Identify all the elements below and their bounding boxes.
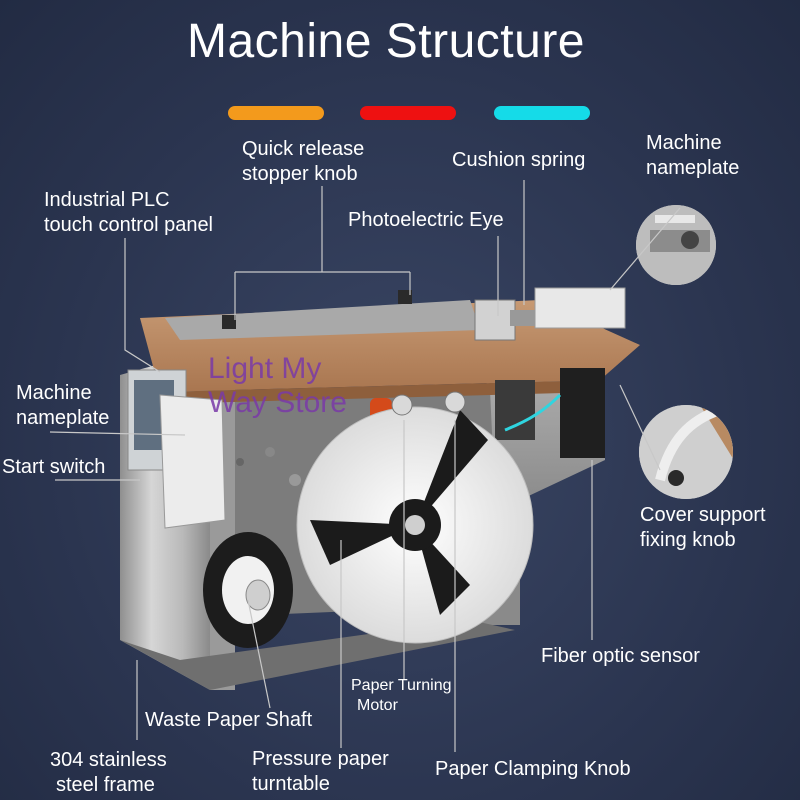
label-machine-nameplate-left: Machine nameplate [16,382,110,429]
machine-body [120,287,640,690]
label-machine-nameplate-top: Machine nameplate [646,132,740,179]
legend-pill-cyan [494,106,590,120]
label-industrial-plc-panel: Industrial PLC touch control panel [44,189,214,236]
label-304-stainless-steel-frame: 304 stainless steel frame [50,749,167,796]
legend-pill-red [360,106,456,120]
watermark-line-2: Way Store [208,386,347,419]
legend-pill-orange [228,106,324,120]
label-waste-paper-shaft: Waste Paper Shaft [145,709,313,731]
label-quick-release-stopper-knob: Quick release stopper knob [242,138,365,185]
label-pressure-paper-turntable: Pressure paper turntable [252,748,389,795]
label-cushion-spring: Cushion spring [452,149,586,171]
label-start-switch: Start switch [2,456,106,478]
label-paper-clamping-knob: Paper Clamping Knob [435,758,631,780]
label-paper-turning-motor: Paper Turning Motor [351,677,452,714]
leader-lines [49,180,681,752]
label-cover-support-fixing-knob: Cover support fixing knob [640,504,766,551]
watermark-line-1: Light My [208,352,322,385]
label-photoelectric-eye: Photoelectric Eye [348,209,504,231]
label-fiber-optic-sensor: Fiber optic sensor [541,645,700,667]
diagram-title: Machine Structure [186,15,585,68]
detail-zoom-nameplate [636,205,716,285]
detail-zoom-cover-knob [639,405,733,499]
store-watermark: Light My Way Store [208,352,347,420]
